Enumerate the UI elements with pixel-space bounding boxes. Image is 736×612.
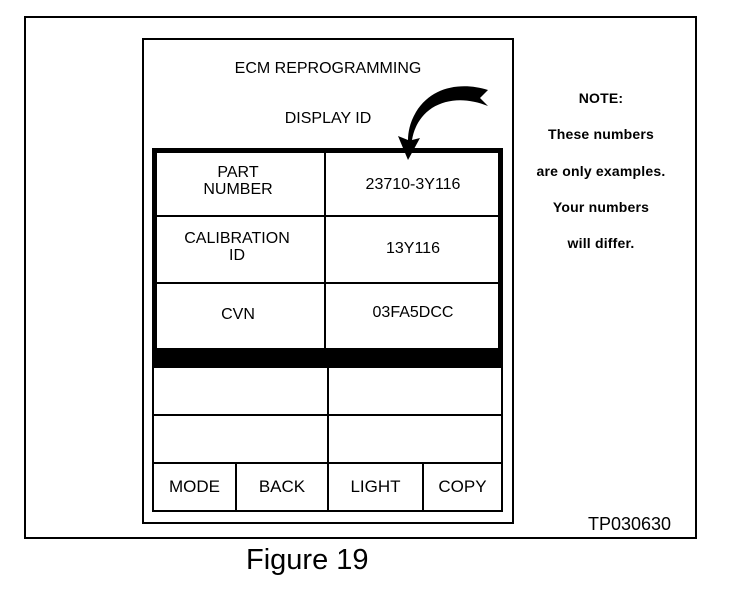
figure-code: TP030630: [588, 514, 672, 534]
figure-frame: [24, 16, 697, 539]
note-line: will differ.: [567, 235, 635, 251]
note-heading: NOTE:: [578, 90, 624, 106]
screen-subtitle: DISPLAY ID: [284, 110, 372, 127]
mode-button[interactable]: MODE: [154, 464, 235, 510]
display-screen: PART NUMBER 23710-3Y116 CALIBRATION ID 1…: [152, 148, 503, 512]
row-value-cvn: 03FA5DCC: [372, 304, 454, 321]
screen-separator-bar: [152, 348, 503, 368]
row-value-calibration-id: 13Y116: [386, 240, 440, 257]
row-label-calibration-id: CALIBRATION ID: [184, 230, 290, 264]
row-label-part-number: PART NUMBER: [203, 164, 273, 198]
row-label-cvn: CVN: [221, 306, 255, 323]
row-value-part-number: 23710-3Y116: [365, 176, 461, 193]
copy-button[interactable]: COPY: [424, 464, 501, 510]
figure-caption: Figure 19: [246, 544, 369, 576]
note-line: are only examples.: [536, 163, 666, 179]
note-line: Your numbers: [552, 199, 650, 215]
light-button[interactable]: LIGHT: [329, 464, 422, 510]
screen-title: ECM REPROGRAMMING: [234, 60, 422, 77]
back-button[interactable]: BACK: [237, 464, 327, 510]
note-line: These numbers: [547, 126, 655, 142]
consult-device-outline: [142, 38, 514, 524]
